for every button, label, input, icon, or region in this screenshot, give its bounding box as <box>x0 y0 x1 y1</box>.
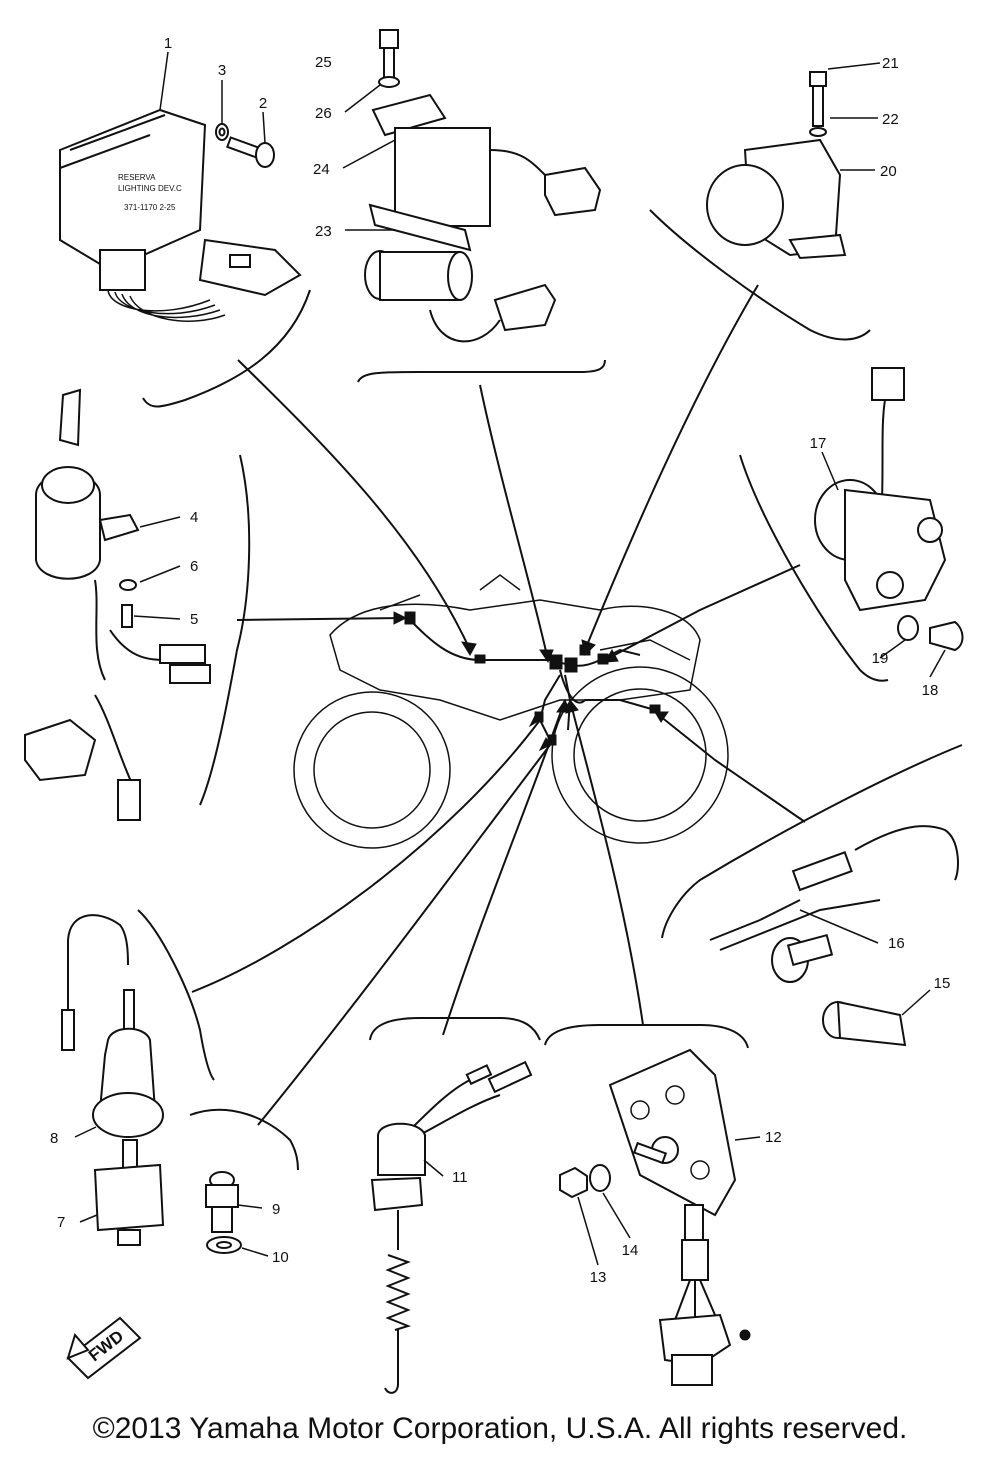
label-part-13: 13 <box>590 1269 607 1286</box>
oil-switch-part <box>61 914 165 1246</box>
motorcycle-silhouette <box>293 574 729 849</box>
label-part-5: 5 <box>190 611 198 628</box>
svg-text:RESERVA: RESERVA <box>118 173 156 182</box>
group-brackets <box>137 209 963 1171</box>
label-part-15: 15 <box>934 975 951 992</box>
label-part-23: 23 <box>315 223 332 240</box>
leader-lines <box>191 284 806 1126</box>
copyright-notice: ©2013 Yamaha Motor Corporation, U.S.A. A… <box>92 1412 908 1445</box>
label-part-4: 4 <box>190 509 198 526</box>
label-part-26: 26 <box>315 105 332 122</box>
leader-arrowheads <box>393 611 669 752</box>
label-part-8: 8 <box>50 1130 58 1147</box>
cable-assembly-part <box>709 825 959 1047</box>
label-part-3: 3 <box>218 62 226 79</box>
label-part-9: 9 <box>272 1201 280 1218</box>
label-part-22: 22 <box>882 111 899 128</box>
label-part-6: 6 <box>190 558 198 575</box>
label-part-12: 12 <box>765 1129 782 1146</box>
main-switch-part <box>24 388 211 821</box>
label-part-7: 7 <box>57 1214 65 1231</box>
switch-plate-part <box>559 1048 751 1386</box>
starter-relay-part <box>706 71 847 260</box>
label-part-25: 25 <box>315 54 332 71</box>
label-part-18: 18 <box>922 682 939 699</box>
label-part-21: 21 <box>882 55 899 72</box>
label-part-11: 11 <box>452 1169 468 1186</box>
screw-part-2 <box>226 136 275 168</box>
ignition-coil-part <box>364 29 602 343</box>
label-part-14: 14 <box>622 1242 639 1259</box>
label-part-20: 20 <box>880 163 897 180</box>
washer-part-3 <box>215 123 229 141</box>
part-number-labels: 1 2 3 4 5 6 7 8 9 10 11 12 13 14 15 16 1… <box>50 35 950 1286</box>
callout-pointers <box>74 51 946 1266</box>
svg-text:LIGHTING DEV.C: LIGHTING DEV.C <box>118 184 182 193</box>
fwd-direction-marker: FWD <box>66 1316 142 1380</box>
label-part-17: 17 <box>810 435 827 452</box>
solenoid-part <box>814 367 964 652</box>
label-part-24: 24 <box>313 161 330 178</box>
lighting-unit-part: RESERVA LIGHTING DEV.C 371-1170 2-25 <box>59 108 302 322</box>
label-part-1: 1 <box>164 35 172 52</box>
label-part-2: 2 <box>259 95 267 112</box>
sender-plug-part <box>205 1171 242 1254</box>
svg-text:371-1170 2-25: 371-1170 2-25 <box>124 203 176 212</box>
neutral-switch-part <box>370 1060 533 1394</box>
label-part-19: 19 <box>872 650 889 667</box>
label-part-10: 10 <box>272 1249 289 1266</box>
label-part-16: 16 <box>888 935 905 952</box>
